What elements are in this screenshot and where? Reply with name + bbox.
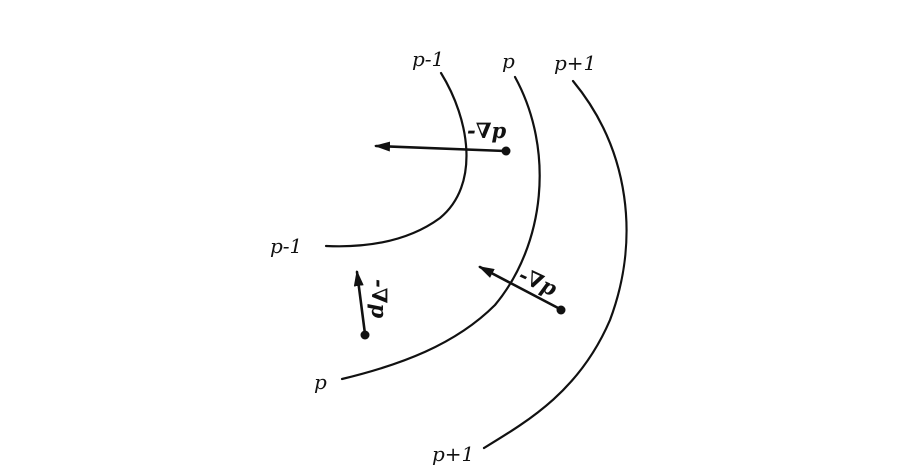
gradient-vector-lower-origin [556,305,566,315]
label-p-minus-1-left: p-1 [270,234,302,258]
label-small-vector: -∇p [367,279,392,319]
label-p-plus-1-bottom: p+1 [432,442,474,466]
label-gradient-upper: -∇p [467,118,507,143]
gradient-vector-lower [478,265,562,311]
small-vector-origin [360,330,370,340]
label-p-plus-1-top: p+1 [554,51,596,75]
isobar-curve-p-minus-1 [324,71,468,248]
label-gradient-lower: -∇p [515,262,561,301]
gradient-vector-upper [374,141,507,153]
label-p-minus-1-top: p-1 [412,47,444,71]
label-p-top: p [502,49,515,73]
small-vector [353,270,367,336]
isobar-curve-p [340,75,541,381]
label-p-bottom: p [314,370,327,394]
gradient-vector-upper-origin [501,146,511,156]
isobar-curve-p-plus-1 [482,79,628,450]
